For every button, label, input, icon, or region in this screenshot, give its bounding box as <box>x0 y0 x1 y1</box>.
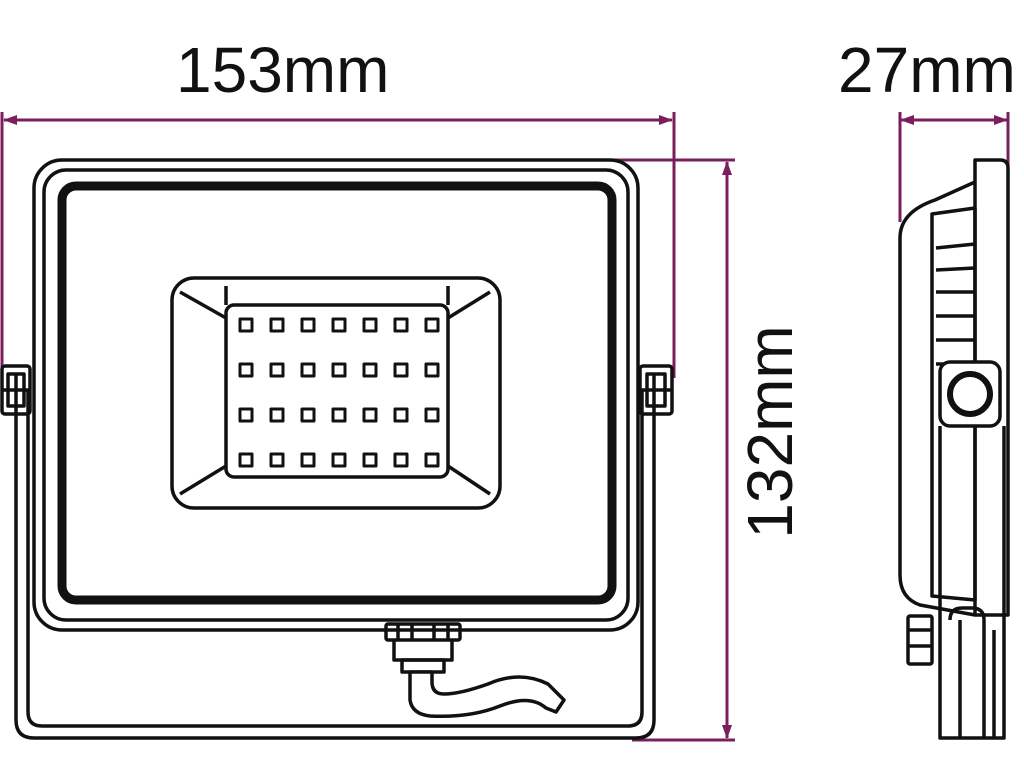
side-bracket-arm <box>938 426 1006 740</box>
reflector-bevels <box>179 286 491 496</box>
mounting-bracket-inner <box>26 390 644 728</box>
led-chip <box>393 452 409 468</box>
side-body-inner <box>930 206 977 602</box>
led-chip <box>331 362 347 378</box>
led-chip <box>393 362 409 378</box>
led-chip <box>424 407 440 423</box>
front-view <box>0 158 674 740</box>
housing-outer <box>32 158 640 632</box>
side-view <box>898 158 1010 740</box>
led-chip <box>300 452 316 468</box>
led-grid <box>238 317 440 468</box>
housing-inner <box>42 168 630 622</box>
dimension-lines <box>0 112 1010 742</box>
depth-dimension-label: 27mm <box>838 34 1016 106</box>
side-body <box>898 180 976 617</box>
led-chip <box>362 452 378 468</box>
led-chip <box>269 407 285 423</box>
led-chip <box>424 362 440 378</box>
heat-sink-fins <box>935 242 976 366</box>
mounting-bracket <box>14 375 656 740</box>
led-chip <box>362 362 378 378</box>
front-glass-frame <box>57 181 617 605</box>
led-chip <box>238 362 254 378</box>
side-bracket-arm-inner <box>948 606 986 738</box>
led-chip <box>362 407 378 423</box>
led-chip <box>300 317 316 333</box>
led-chip <box>424 452 440 468</box>
led-chip <box>362 317 378 333</box>
led-chip <box>238 452 254 468</box>
left-bolt <box>0 364 32 416</box>
led-chip <box>269 362 285 378</box>
power-cable <box>408 670 566 719</box>
reflector-outer <box>170 276 502 510</box>
side-cable-gland <box>906 614 934 666</box>
led-chip <box>269 317 285 333</box>
led-chip <box>331 317 347 333</box>
cable-gland <box>384 622 462 674</box>
led-chip <box>300 362 316 378</box>
led-chip <box>424 317 440 333</box>
width-dimension-label: 153mm <box>176 34 390 106</box>
led-chip <box>238 407 254 423</box>
led-chip <box>331 452 347 468</box>
led-chip <box>393 317 409 333</box>
led-chip <box>269 452 285 468</box>
right-bolt <box>638 364 674 416</box>
led-board <box>224 303 450 479</box>
led-chip <box>331 407 347 423</box>
led-chip <box>300 407 316 423</box>
led-chip <box>238 317 254 333</box>
pivot-knob <box>947 371 993 417</box>
led-chip <box>393 407 409 423</box>
